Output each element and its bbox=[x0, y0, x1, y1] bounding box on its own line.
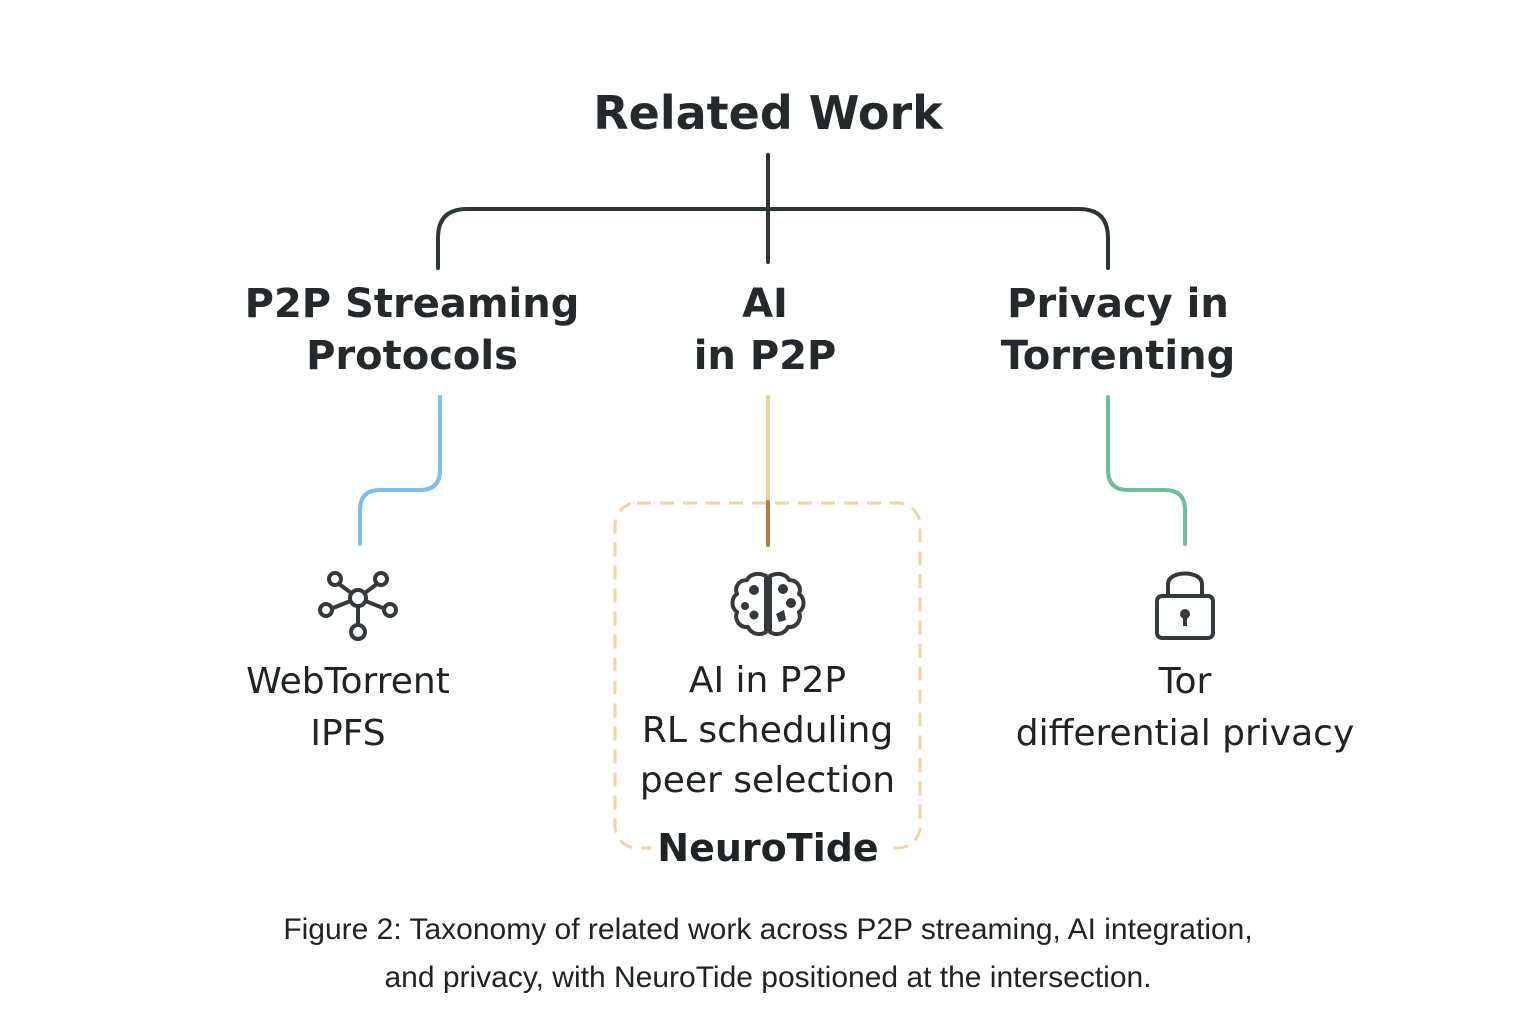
category-ai-in-p2p: AI in P2P bbox=[615, 278, 915, 382]
caption-line1: Figure 2: Taxonomy of related work acros… bbox=[283, 913, 1253, 946]
connector-privacy bbox=[1106, 395, 1187, 546]
leaf-list-privacy: Tor differential privacy bbox=[1010, 656, 1360, 760]
figure-caption: Figure 2: Taxonomy of related work acros… bbox=[0, 906, 1536, 1002]
category-label-line1: Privacy in bbox=[1007, 281, 1229, 327]
leaf-list-ai: AI in P2P RL scheduling peer selection bbox=[615, 656, 920, 806]
caption-line2: and privacy, with NeuroTide positioned a… bbox=[384, 961, 1152, 994]
leaf-item: RL scheduling bbox=[641, 710, 894, 751]
network-icon bbox=[318, 571, 398, 641]
neurotide-label: NeuroTide bbox=[651, 826, 885, 870]
neurotide-label-wrap: NeuroTide bbox=[618, 826, 918, 870]
leaf-item: peer selection bbox=[639, 760, 896, 801]
leaf-item: differential privacy bbox=[1015, 713, 1355, 754]
brain-icon bbox=[730, 571, 806, 637]
root-bracket bbox=[436, 207, 1110, 270]
category-label-line2: Torrenting bbox=[1000, 333, 1236, 379]
category-label-line2: in P2P bbox=[693, 333, 837, 379]
leaf-list-p2p: WebTorrent IPFS bbox=[198, 656, 498, 760]
category-p2p-streaming: P2P Streaming Protocols bbox=[212, 278, 612, 382]
leaf-item: AI in P2P bbox=[688, 660, 847, 701]
category-label-line1: AI bbox=[742, 281, 788, 327]
leaf-item: IPFS bbox=[310, 713, 386, 754]
diagram-title: Related Work bbox=[593, 86, 943, 140]
lock-icon bbox=[1155, 571, 1215, 640]
leaf-item: WebTorrent bbox=[246, 661, 450, 702]
leaf-item: Tor bbox=[1158, 661, 1212, 702]
category-privacy: Privacy in Torrenting bbox=[968, 278, 1268, 382]
category-label-line2: Protocols bbox=[306, 333, 518, 379]
connector-p2p bbox=[358, 395, 442, 546]
category-label-line1: P2P Streaming bbox=[244, 281, 580, 327]
